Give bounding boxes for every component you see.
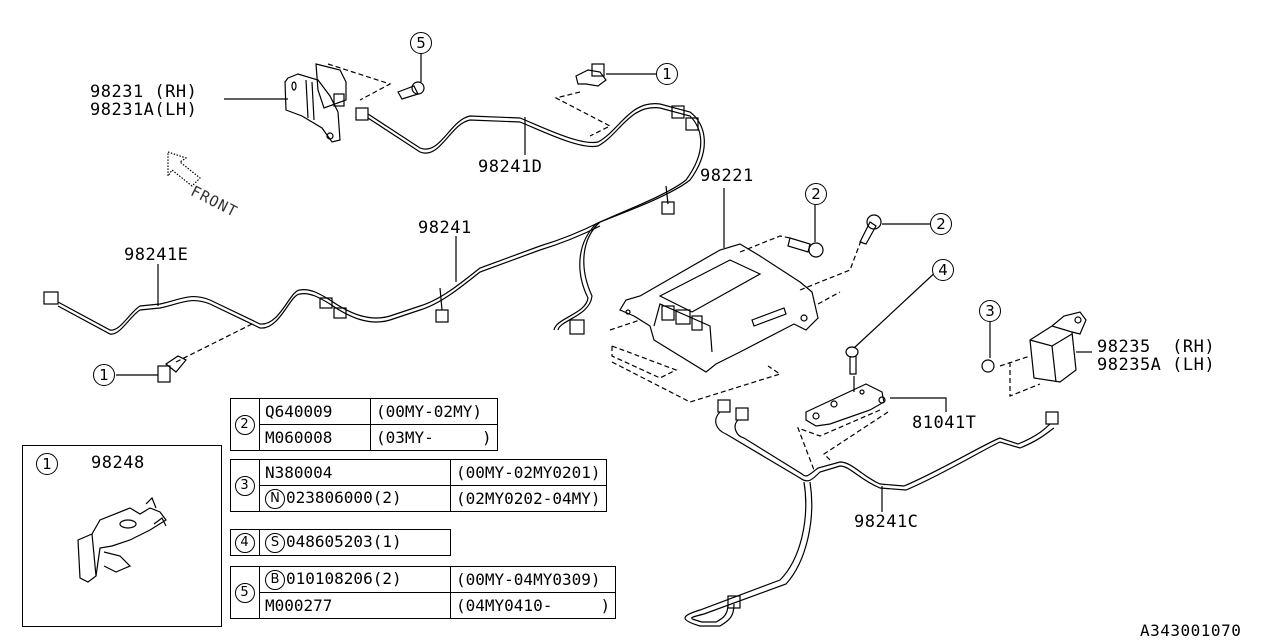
inset-98248: 1 98248	[22, 445, 222, 627]
prefix-B-icon: B	[265, 569, 285, 590]
dash-98221-connectors	[609, 319, 782, 403]
part-number: 023806000(2)	[286, 488, 402, 508]
table-callout-3: 3	[234, 475, 255, 496]
model-range: (00MY-02MY)	[370, 398, 498, 425]
front-arrow-icon	[167, 151, 201, 187]
clip-98248-drawing	[77, 496, 167, 583]
harness-98241E	[43, 221, 601, 335]
table-row: 3 N380004 (00MY-02MY0201)	[230, 459, 607, 512]
label-98241: 98241	[418, 218, 472, 238]
model-range: (04MY0410- )	[449, 592, 617, 619]
dash-98221-bolt2	[799, 237, 863, 305]
part-number: 010108206(2)	[286, 569, 402, 589]
bolt-2a-icon	[787, 237, 824, 258]
bolt-5-icon	[397, 81, 425, 100]
callout-5-top: 5	[410, 32, 432, 54]
prefix-S-icon: S	[265, 532, 285, 553]
model-range: (03MY- )	[370, 424, 498, 451]
callout-1-left: 1	[93, 364, 115, 386]
model-range: (02MY0202-04MY)	[450, 485, 607, 512]
model-range: (00MY-04MY0309)	[449, 566, 617, 593]
dash-98221-bolt	[739, 235, 791, 253]
callout-3: 3	[979, 300, 1001, 322]
diagram-code: A343001070	[1140, 621, 1242, 640]
dash-81041T	[796, 409, 889, 471]
front-sensor-98231	[284, 63, 347, 143]
airbag-control-unit-98221	[619, 243, 819, 373]
harness-98241D	[355, 103, 705, 335]
leader-81041T	[890, 397, 947, 412]
dash-clip-left	[175, 323, 253, 363]
callout-2a: 2	[805, 183, 827, 205]
dash-clip-top	[554, 91, 612, 137]
callout-1-top: 1	[656, 63, 678, 85]
clip-1-left-icon	[157, 355, 187, 383]
harness-98241C	[684, 399, 1059, 627]
part-number: 048605203(1)	[286, 532, 402, 552]
part-number: M060008	[259, 424, 371, 451]
clip-1-top-icon	[575, 63, 607, 87]
label-98231-rh: 98231 (RH)	[90, 82, 198, 102]
screw-4-icon	[845, 346, 859, 375]
part-number: Q640009	[259, 398, 371, 425]
table-callout-4: 4	[234, 532, 255, 553]
callout-2b: 2	[930, 213, 952, 235]
label-98221: 98221	[700, 166, 754, 186]
table-row: M000277 (04MY0410- )	[231, 592, 617, 619]
spec-table-2: 2 Q640009 (00MY-02MY) M060008 (03MY- )	[230, 398, 498, 451]
model-range: (00MY-02MY0201)	[450, 459, 607, 486]
table-row: M060008 (03MY- )	[231, 424, 498, 451]
label-98235a-lh: 98235A (LH)	[1097, 355, 1216, 375]
dash-98231	[327, 63, 392, 101]
bracket-81041T	[805, 383, 886, 427]
label-98241C: 98241C	[854, 512, 919, 532]
part-number: N380004	[259, 459, 451, 486]
leader-4	[853, 267, 941, 349]
table-callout-2: 2	[234, 414, 255, 435]
dash-98235	[999, 355, 1041, 397]
callout-4: 4	[932, 259, 954, 281]
label-98231a-lh: 98231A(LH)	[90, 100, 198, 120]
label-81041T: 81041T	[912, 413, 977, 433]
side-sensor-98235	[1029, 311, 1087, 383]
table-callout-5: 5	[234, 582, 255, 603]
prefix-N-icon: N	[265, 488, 285, 509]
part-number: M000277	[259, 592, 451, 619]
label-98241D: 98241D	[478, 157, 543, 177]
nut-3-icon	[981, 359, 995, 373]
label-98235-rh: 98235 (RH)	[1097, 337, 1216, 357]
table-row: 2 Q640009 (00MY-02MY)	[230, 398, 498, 451]
inset-label-98248: 98248	[91, 453, 145, 473]
inset-callout-1: 1	[36, 453, 58, 475]
bolt-2b-icon	[859, 214, 882, 245]
label-98241E: 98241E	[124, 245, 189, 265]
